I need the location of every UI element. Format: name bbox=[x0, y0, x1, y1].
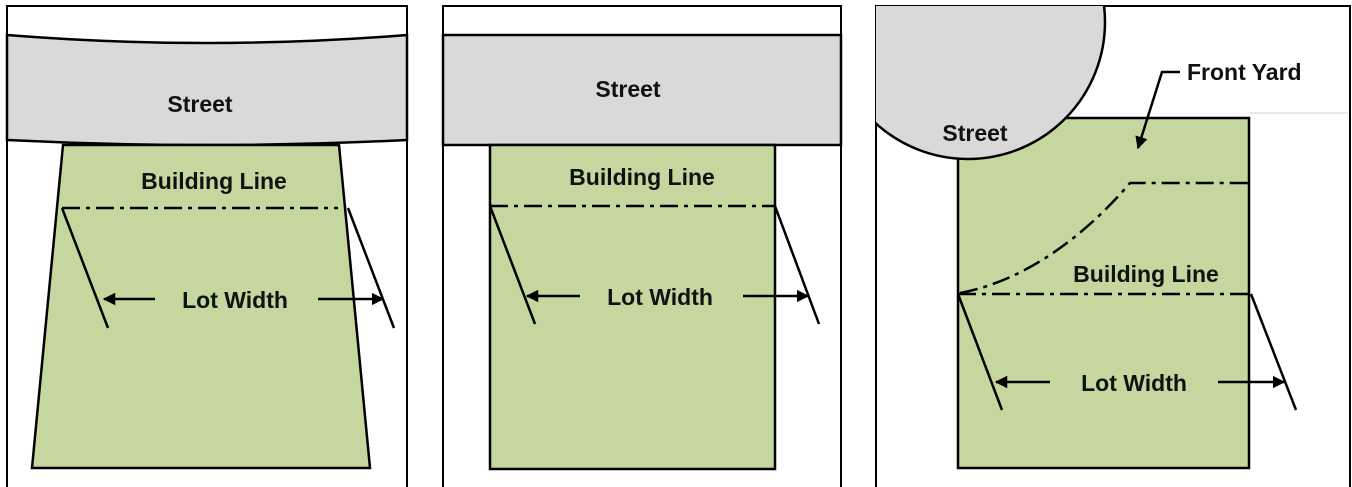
street-label: Street bbox=[167, 91, 233, 117]
lot-width-reference-line-left bbox=[60, 207, 110, 329]
lot-width-reference-line-right bbox=[773, 205, 821, 325]
building-line-label: Building Line bbox=[141, 168, 287, 194]
lot-width-label: Lot Width bbox=[182, 287, 288, 313]
street-shape bbox=[876, 6, 1107, 161]
panel-cul-de-sac-street: Street Front Yard Building Line Lot Widt… bbox=[875, 5, 1351, 487]
street-label: Street bbox=[595, 76, 661, 102]
lot-width-reference-line-right bbox=[346, 207, 396, 329]
building-line-label: Building Line bbox=[569, 164, 715, 190]
panel-curved-street: Street Building Line Lot Width bbox=[5, 5, 409, 487]
front-yard-label: Front Yard bbox=[1187, 59, 1302, 85]
lot-width-label: Lot Width bbox=[1081, 370, 1187, 396]
lot-width-reference-line-left bbox=[956, 293, 1004, 411]
building-line-label: Building Line bbox=[1073, 261, 1219, 287]
front-yard-label-backdrop bbox=[1108, 8, 1348, 113]
lot-shape bbox=[488, 143, 777, 471]
lot-shape bbox=[30, 143, 372, 470]
front-yard-arrow bbox=[1135, 70, 1180, 150]
panel-straight-street: Street Building Line Lot Width bbox=[441, 5, 843, 487]
street-shape bbox=[5, 33, 409, 147]
lot-width-reference-line-left bbox=[488, 205, 537, 325]
lot-width-label: Lot Width bbox=[607, 284, 713, 310]
lot-width-reference-line-right bbox=[1249, 293, 1298, 411]
front-yard-curve-line bbox=[959, 181, 1249, 295]
street-label: Street bbox=[942, 120, 1008, 146]
street-shape bbox=[441, 33, 843, 147]
